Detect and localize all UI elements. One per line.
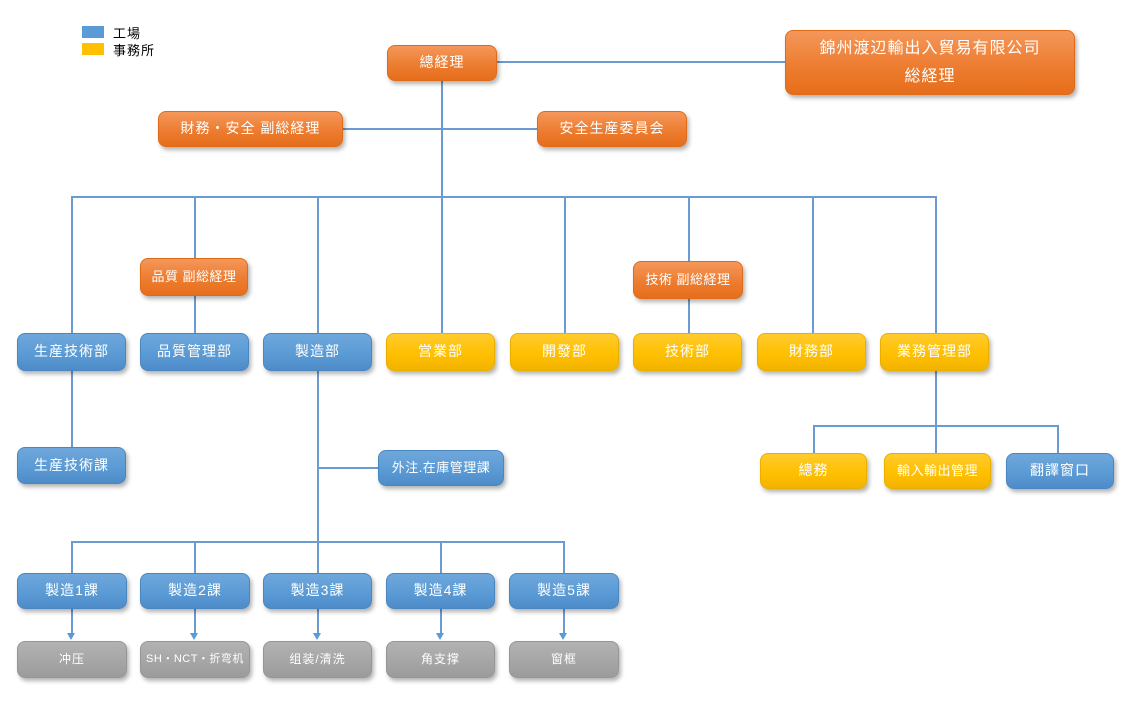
trade-company-name: 錦州渡辺輸出入貿易有限公司	[819, 39, 1041, 57]
connector-line	[441, 81, 443, 196]
node-sec-outsourcing-inventory[interactable]: 外注.在庫管理課	[378, 450, 504, 486]
node-import-export-mgmt[interactable]: 輸入輸出管理	[884, 453, 991, 489]
node-dept-manufacturing[interactable]: 製造部	[263, 333, 372, 371]
node-dept-business-mgmt[interactable]: 業務管理部	[880, 333, 989, 371]
node-mfg-section-4[interactable]: 製造4課	[386, 573, 495, 609]
down-arrow-head	[67, 633, 75, 640]
connector-line	[1057, 425, 1059, 453]
legend-label-factory: 工場	[113, 25, 142, 41]
legend-item-factory: 工場	[82, 24, 155, 41]
connector-line	[812, 196, 814, 333]
connector-line	[935, 371, 937, 453]
down-arrow-head	[313, 633, 321, 640]
node-translation-window[interactable]: 翻譯窗口	[1006, 453, 1114, 489]
down-arrow	[563, 609, 565, 635]
down-arrow	[440, 609, 442, 635]
down-arrow	[194, 609, 196, 635]
connector-line	[71, 541, 73, 573]
connector-line	[343, 128, 537, 130]
node-finance-safety-vice-gm[interactable]: 財務・安全 副総経理	[158, 111, 343, 147]
node-quality-vice-gm[interactable]: 品質 副総経理	[140, 258, 248, 296]
node-general-affairs[interactable]: 總務	[760, 453, 867, 489]
node-process-sh-nct-bending[interactable]: SH・NCT・折弯机	[140, 641, 250, 678]
connector-line	[317, 541, 319, 573]
connector-line	[813, 425, 1058, 427]
node-mfg-section-3[interactable]: 製造3課	[263, 573, 372, 609]
connector-line	[71, 196, 73, 333]
node-general-manager[interactable]: 總経理	[387, 45, 497, 81]
node-dept-development[interactable]: 開發部	[510, 333, 619, 371]
trade-company-title: 総経理	[904, 67, 956, 85]
node-mfg-section-5[interactable]: 製造5課	[509, 573, 619, 609]
connector-line	[564, 196, 566, 333]
node-trade-company-gm[interactable]: 錦州渡辺輸出入貿易有限公司 総経理	[785, 30, 1075, 95]
node-mfg-section-2[interactable]: 製造2課	[140, 573, 250, 609]
node-dept-sales[interactable]: 営業部	[386, 333, 495, 371]
node-process-corner-support[interactable]: 角支撑	[386, 641, 495, 678]
legend: 工場 事務所	[82, 24, 155, 58]
node-safety-production-committee[interactable]: 安全生産委員会	[537, 111, 687, 147]
node-dept-technology[interactable]: 技術部	[633, 333, 742, 371]
node-sec-production-tech[interactable]: 生産技術課	[17, 447, 126, 484]
node-process-window-frame[interactable]: 窗框	[509, 641, 619, 678]
connector-line	[71, 196, 935, 198]
down-arrow-head	[190, 633, 198, 640]
node-mfg-section-1[interactable]: 製造1課	[17, 573, 127, 609]
down-arrow	[71, 609, 73, 635]
office-color-swatch	[82, 43, 104, 55]
connector-line	[813, 425, 815, 453]
node-process-assembly-cleaning[interactable]: 组装/清洗	[263, 641, 372, 678]
connector-line	[317, 371, 319, 541]
node-tech-vice-gm[interactable]: 技術 副総経理	[633, 261, 743, 299]
node-dept-finance[interactable]: 財務部	[757, 333, 866, 371]
factory-color-swatch	[82, 26, 104, 38]
down-arrow	[317, 609, 319, 635]
connector-line	[317, 196, 319, 333]
node-dept-production-tech[interactable]: 生産技術部	[17, 333, 126, 371]
connector-line	[935, 196, 937, 333]
connector-line	[194, 541, 196, 573]
connector-line	[71, 371, 73, 447]
down-arrow-head	[559, 633, 567, 640]
connector-line	[440, 541, 442, 573]
connector-line	[441, 196, 443, 333]
down-arrow-head	[436, 633, 444, 640]
connector-line	[563, 541, 565, 573]
connector-line	[317, 467, 378, 469]
connector-line	[497, 61, 785, 63]
node-dept-quality-control[interactable]: 品質管理部	[140, 333, 249, 371]
legend-label-office: 事務所	[113, 42, 156, 58]
legend-item-office: 事務所	[82, 41, 156, 58]
node-process-stamping[interactable]: 冲压	[17, 641, 127, 678]
